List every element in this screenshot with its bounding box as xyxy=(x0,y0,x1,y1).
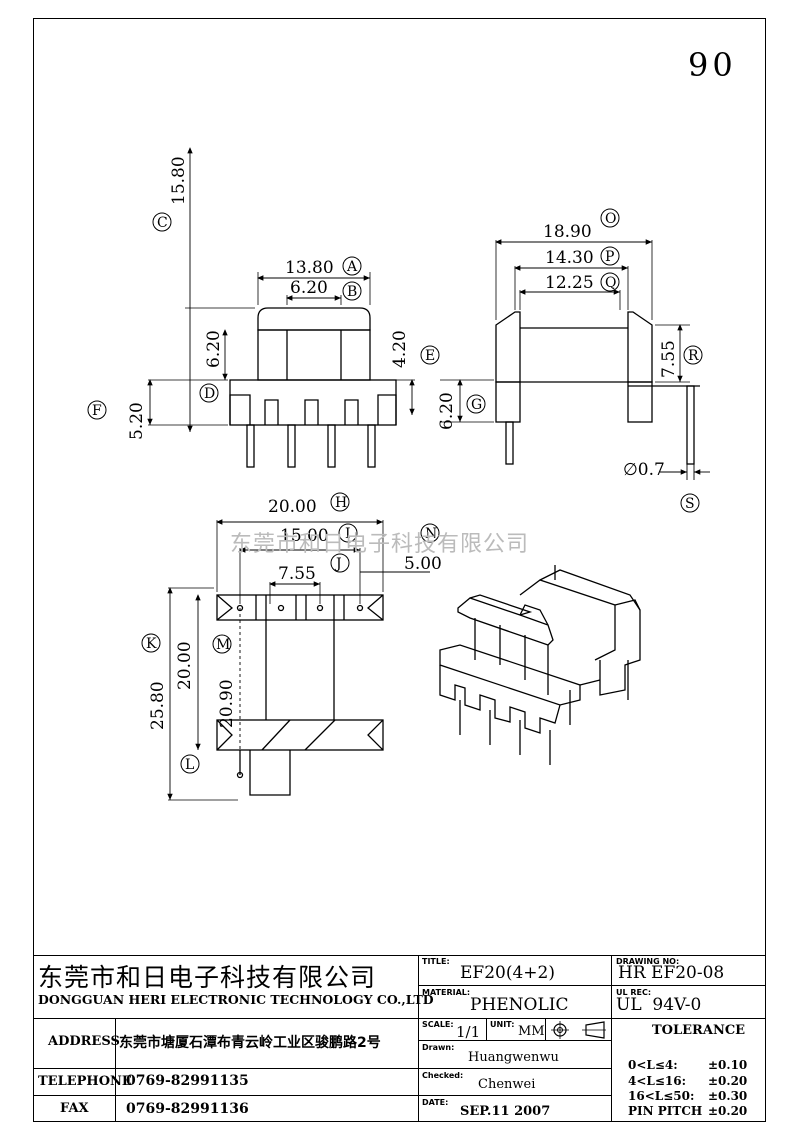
bottom-view xyxy=(168,520,384,801)
company-name-cn: 东莞市和日电子科技有限公司 xyxy=(38,963,377,992)
date-label: DATE: xyxy=(422,1098,449,1107)
title-value: EF20(4+2) xyxy=(460,963,555,983)
drawn-label: Drawn: xyxy=(422,1043,455,1052)
projection-symbol-icon xyxy=(551,1021,606,1039)
dim-b-tag: B xyxy=(347,284,357,300)
dim-s-tag: S xyxy=(685,496,695,512)
dim-c-value: 15.80 xyxy=(169,156,189,205)
tolerance-value: ±0.30 xyxy=(708,1089,748,1103)
dim-j-tag: J xyxy=(334,556,342,572)
dim-e-tag: E xyxy=(425,348,435,364)
dim-a-value: 13.80 xyxy=(285,258,334,278)
telephone-label: TELEPHONE xyxy=(38,1074,132,1089)
tolerance-value: ±0.20 xyxy=(708,1074,748,1088)
dim-i-tag: I xyxy=(345,526,351,542)
dim-f-value: 5.20 xyxy=(127,402,147,440)
front-view-dimensions xyxy=(147,147,415,432)
tolerance-value: ±0.10 xyxy=(708,1058,748,1072)
dim-n-value: 5.00 xyxy=(404,554,442,574)
company-name-en: DONGGUAN HERI ELECTRONIC TECHNOLOGY CO.,… xyxy=(38,992,434,1007)
drawn-value: Huangwenwu xyxy=(468,1050,559,1065)
dim-e-value: 4.20 xyxy=(390,330,410,368)
address-label: ADDRESS xyxy=(48,1034,120,1049)
dim-s-value: ∅0.7 xyxy=(623,460,665,480)
dim-d-value: 6.20 xyxy=(204,330,224,368)
watermark-text: 东莞市和日电子科技有限公司 xyxy=(230,532,530,557)
dim-a-tag: A xyxy=(346,259,358,275)
dim-i-value: 15.00 xyxy=(280,526,329,546)
title-label: TITLE: xyxy=(422,957,450,966)
ul-rec-value: UL 94V-0 xyxy=(616,995,702,1015)
unit-value: MM xyxy=(518,1024,545,1039)
dim-m-tag: M xyxy=(216,637,230,653)
dim-r-value: 7.55 xyxy=(659,340,679,378)
scale-value: 1/1 xyxy=(456,1023,481,1041)
dim-o-value: 18.90 xyxy=(543,222,592,242)
telephone-value: 0769-82991135 xyxy=(126,1073,249,1089)
dim-o-tag: O xyxy=(605,211,616,227)
drawing-no-value: HR EF20-08 xyxy=(618,963,725,983)
dim-p-tag: P xyxy=(605,249,614,265)
tolerance-value: ±0.20 xyxy=(708,1104,748,1118)
page-number: 90 xyxy=(688,46,737,84)
material-value: PHENOLIC xyxy=(470,995,569,1015)
dim-r-tag: R xyxy=(688,348,699,364)
checked-value: Chenwei xyxy=(478,1077,536,1092)
dim-h-value: 20.00 xyxy=(268,497,317,517)
checked-label: Checked: xyxy=(422,1071,464,1080)
tolerance-range: 4<L≤16: xyxy=(628,1074,687,1088)
dim-b-value: 6.20 xyxy=(290,278,328,298)
dim-k-tag: K xyxy=(146,636,157,652)
date-value: SEP.11 2007 xyxy=(460,1104,551,1119)
ul-rec-label: UL REC: xyxy=(616,988,652,997)
tolerance-label: TOLERANCE xyxy=(652,1023,746,1038)
dim-n-tag: N xyxy=(425,526,437,542)
dim-j-value: 7.55 xyxy=(278,564,316,584)
dim-h-tag: H xyxy=(335,495,347,511)
fax-value: 0769-82991136 xyxy=(126,1101,249,1117)
address-value: 东莞市塘厦石潭布青云岭工业区骏鹏路2号 xyxy=(119,1035,381,1051)
dim-f-tag: F xyxy=(92,403,102,419)
side-view xyxy=(440,240,700,465)
dim-p-value: 14.30 xyxy=(545,248,594,268)
front-view xyxy=(148,272,415,468)
tolerance-range: PIN PITCH xyxy=(628,1104,703,1118)
scale-label: SCALE: xyxy=(422,1020,454,1029)
tolerance-range: 16<L≤50: xyxy=(628,1089,695,1103)
drawing-no-label: DRAWING NO: xyxy=(616,957,680,966)
dim-k-value: 25.80 xyxy=(148,681,168,730)
dim-d-tag: D xyxy=(204,386,215,402)
material-label: MATERIAL: xyxy=(422,988,471,997)
unit-label: UNIT: xyxy=(490,1020,515,1029)
side-view-dimensions xyxy=(457,239,710,480)
isometric-view xyxy=(439,565,641,765)
dim-c-tag: C xyxy=(157,215,168,231)
fax-label: FAX xyxy=(60,1101,89,1116)
dimension-labels: 13.80 A 6.20 B 15.80 C 6.20 D 4.20 E 5.2… xyxy=(87,156,703,774)
dim-m-value: 20.90 xyxy=(217,679,237,728)
tolerance-range: 0<L≤4: xyxy=(628,1058,678,1072)
dim-q-tag: Q xyxy=(605,275,616,291)
dim-q-value: 12.25 xyxy=(545,273,594,293)
bottom-view-dimensions xyxy=(167,519,430,800)
dim-l-value: 20.00 xyxy=(175,641,195,690)
dim-g-tag: G xyxy=(471,397,482,413)
drawing-frame xyxy=(33,18,766,1122)
dim-g-value: 6.20 xyxy=(437,392,457,430)
dim-l-tag: L xyxy=(185,757,194,773)
